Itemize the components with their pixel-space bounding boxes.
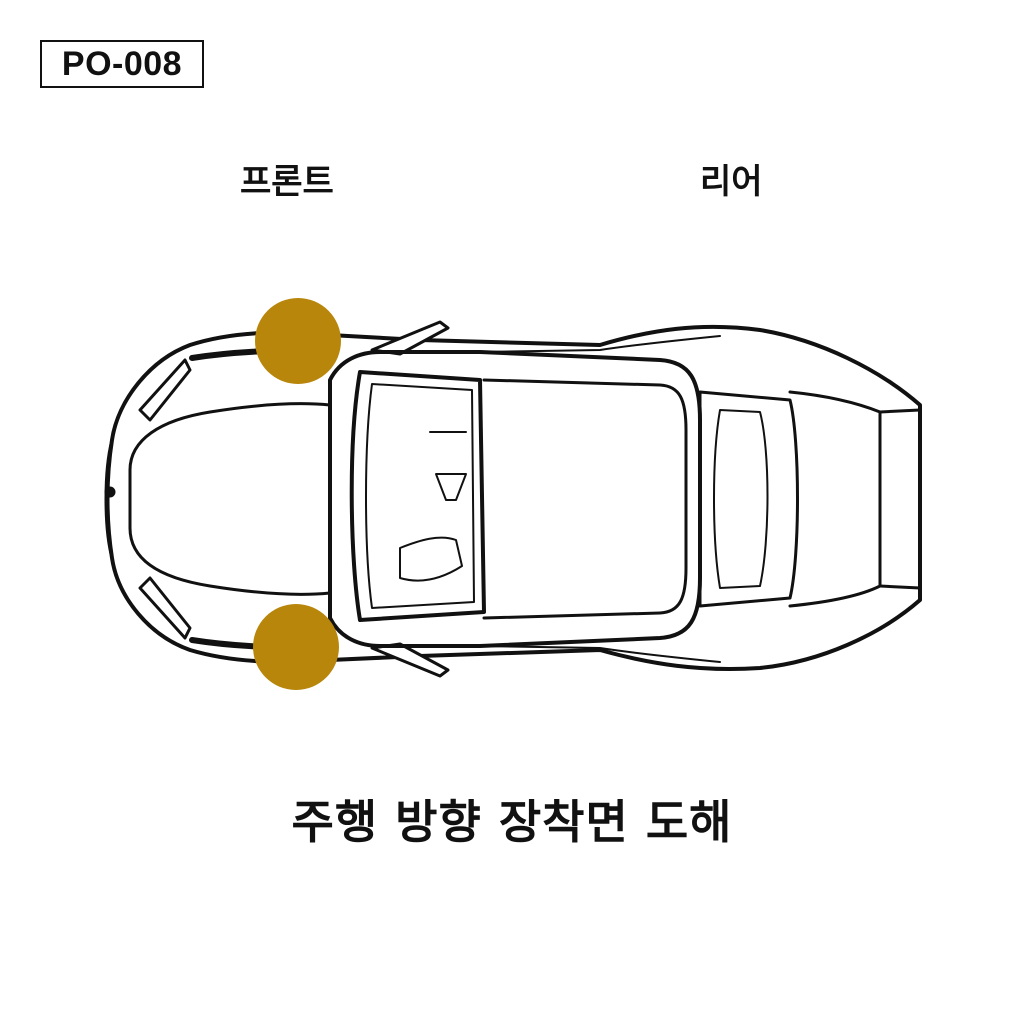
front-right-mounting-marker	[253, 604, 339, 690]
front-label: 프론트	[240, 162, 334, 202]
rear-label: 리어	[700, 162, 763, 202]
diagram-caption: 주행 방향 장착면 도해	[291, 795, 733, 849]
product-code-text: PO-008	[61, 44, 183, 83]
front-left-mounting-marker	[255, 298, 341, 384]
car-top-view-icon	[104, 320, 922, 678]
product-code-badge: PO-008	[40, 40, 204, 88]
